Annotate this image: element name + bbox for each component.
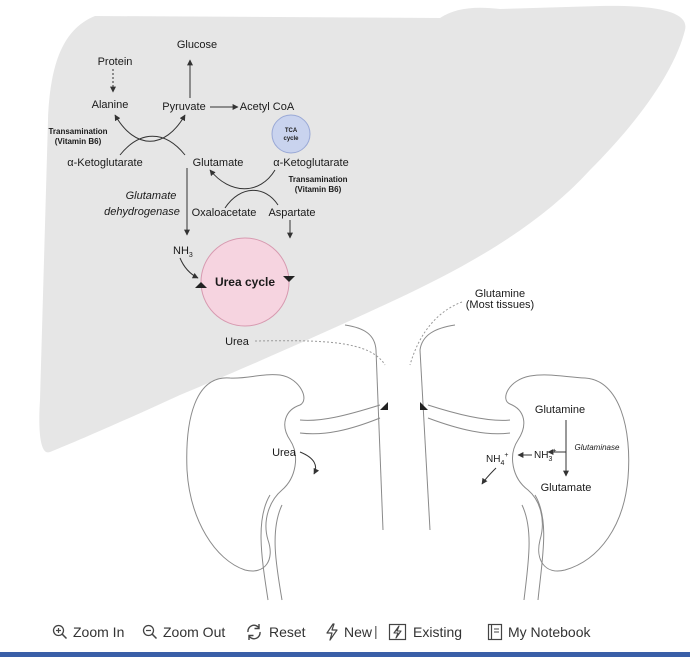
label-nh3-text: NH (173, 245, 189, 257)
label-urea-liver: Urea (225, 336, 250, 348)
label-nh4-sup: + (504, 452, 508, 459)
label-a-ketoglutarate-left: α-Ketoglutarate (67, 157, 142, 169)
urea-cycle-arrowhead-right (283, 276, 295, 282)
transamination-left-arrow-2 (119, 135, 186, 156)
nh4-excretion-arrow (481, 467, 497, 485)
zoom-in-label: Zoom In (73, 624, 125, 640)
glutamine-to-kidney-dotted-path (409, 301, 463, 366)
bottom-accent-bar (0, 652, 690, 657)
label-protein: Protein (98, 56, 133, 68)
label-aspartate: Aspartate (268, 207, 315, 219)
zoom-out-icon (142, 624, 158, 640)
existing-label: Existing (413, 624, 463, 640)
label-glutamate-dehydrogenase-1: Glutamate (126, 190, 177, 202)
nh3-to-urea-cycle-arrow (179, 257, 199, 279)
label-pyruvate: Pyruvate (162, 101, 205, 113)
tca-cycle-circle (271, 114, 311, 154)
urea-cycle-arrowhead-left (195, 282, 207, 288)
urea-kidney-arrow (299, 451, 320, 475)
toolbar-separator: | (374, 623, 378, 639)
my-notebook-button[interactable]: My Notebook (487, 622, 590, 642)
label-nh3-sub: 3 (189, 252, 193, 259)
reset-label: Reset (269, 624, 306, 640)
label-vitamin-b6-left: (Vitamin B6) (55, 137, 102, 146)
label-glutamate-liver: Glutamate (193, 157, 244, 169)
reset-icon (247, 624, 261, 640)
label-nh3-kidney-text: NH (534, 450, 548, 461)
left-renal-arrowhead (380, 402, 388, 410)
zoom-out-label: Zoom Out (163, 624, 226, 640)
label-glutamate-dehydrogenase-2: dehydrogenase (104, 206, 180, 218)
transamination-right-arrow-2 (224, 189, 279, 209)
new-button[interactable]: New (325, 622, 372, 642)
label-nh3: NH3 (173, 245, 193, 259)
label-urea-kidney: Urea (272, 447, 297, 459)
liver-kidney-diagram: Glucose Protein Alanine Pyruvate Acetyl … (39, 5, 686, 601)
right-renal-arrowhead (420, 402, 428, 410)
label-nh3-kidney: NH3+ (534, 448, 556, 463)
transamination-left-arrow (114, 114, 186, 142)
label-oxaloacetate: Oxaloacetate (192, 207, 257, 219)
viewer-toolbar: Zoom In Zoom Out Reset New | Existing (0, 612, 690, 652)
label-glucose: Glucose (177, 39, 217, 51)
label-glutamate-kidney: Glutamate (541, 482, 592, 494)
new-label: New (344, 624, 373, 640)
zoom-out-button[interactable]: Zoom Out (142, 622, 225, 642)
label-nh4-text: NH (486, 454, 500, 465)
label-nh3-kidney-sup: + (552, 448, 556, 455)
label-cycle: cycle (283, 136, 299, 142)
my-notebook-label: My Notebook (508, 624, 591, 640)
label-glutamine-tissues-1: Glutamine (475, 288, 525, 300)
label-tca: TCA (285, 128, 298, 134)
label-nh4: NH4+ (486, 452, 508, 467)
label-transamination-left: Transamination (48, 127, 107, 136)
label-nh4-sub: 4 (500, 460, 504, 467)
zoom-in-button[interactable]: Zoom In (52, 622, 124, 642)
label-urea-cycle: Urea cycle (215, 275, 275, 289)
label-transamination-right: Transamination (288, 175, 347, 184)
existing-icon (388, 623, 407, 641)
label-alanine: Alanine (92, 99, 129, 111)
diagram-viewer[interactable]: Glucose Protein Alanine Pyruvate Acetyl … (0, 0, 690, 612)
reset-button[interactable]: Reset (244, 622, 306, 642)
label-glutamine-kidney: Glutamine (535, 404, 585, 416)
urea-to-kidney-dotted-path (254, 340, 386, 366)
label-glutaminase: Glutaminase (575, 443, 620, 452)
label-vitamin-b6-right: (Vitamin B6) (295, 185, 342, 194)
notebook-icon (487, 623, 503, 641)
transamination-right-arrow (209, 169, 276, 190)
zoom-in-icon (52, 624, 68, 640)
liver-shape (39, 5, 686, 453)
existing-button[interactable]: Existing (388, 622, 462, 642)
kidneys (186, 324, 630, 601)
label-a-ketoglutarate-right: α-Ketoglutarate (273, 157, 348, 169)
label-nh3-kidney-sub: 3 (548, 456, 552, 463)
label-glutamine-tissues-2: (Most tissues) (466, 299, 534, 311)
new-icon (326, 623, 338, 641)
label-acetyl-coa: Acetyl CoA (240, 101, 295, 113)
